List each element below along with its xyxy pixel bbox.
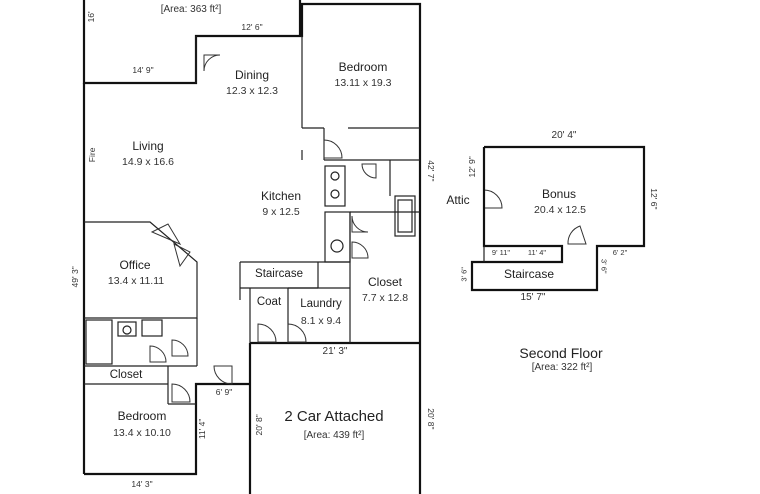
sink-icon <box>117 321 137 337</box>
dim-16: 16' <box>86 11 97 23</box>
fridge-icon <box>324 211 351 263</box>
room-bonus-name: Bonus <box>541 187 577 201</box>
office-walls <box>84 221 198 319</box>
dim-12-6: 12' 6" <box>241 22 263 32</box>
door-swing-kitchen <box>351 215 369 233</box>
bathtub-icon <box>85 319 113 365</box>
room-coat-name: Coat <box>256 296 282 308</box>
second-floor-title: Second Floor <box>519 345 603 361</box>
dim-3-6-right: 3' 6" <box>599 259 609 274</box>
room-garage-area: [Area: 439 ft²] <box>303 430 365 441</box>
room-bedroom-upper-name: Bedroom <box>338 60 388 74</box>
attic-label: Attic <box>446 193 470 207</box>
room-kitchen-name: Kitchen <box>260 189 302 203</box>
room-bedroom-lower-name: Bedroom <box>117 409 167 423</box>
dim-20-4: 20' 4" <box>551 130 577 141</box>
dim-42-7: 42' 7" <box>425 160 436 182</box>
room-closet-right-name: Closet <box>367 275 402 289</box>
room-dining-name: Dining <box>234 68 270 82</box>
dim-20-8-right: 20' 8" <box>425 408 436 430</box>
counter-sink-icon <box>394 195 416 237</box>
room-closet-left-name: Closet <box>109 369 143 381</box>
room-bonus-dims: 20.4 x 12.5 <box>534 204 586 216</box>
room-garage-name: 2 Car Attached <box>284 408 384 425</box>
top-room-area: [Area: 363 ft²] <box>160 4 222 15</box>
door-swing-closet <box>351 241 369 259</box>
dim-9-11: 9' 11" <box>491 248 511 257</box>
second-floor-area: [Area: 322 ft²] <box>531 362 593 373</box>
dim-15-7: 15' 7" <box>520 292 546 303</box>
room-dining-dims: 12.3 x 12.3 <box>226 85 278 97</box>
door-swing-bath <box>361 163 377 179</box>
room-bedroom-upper-dims: 13.11 x 19.3 <box>334 77 392 89</box>
room-living-name: Living <box>132 139 164 153</box>
dim-6-2: 6' 2" <box>612 248 628 257</box>
dim-12-9: 12' 9" <box>467 156 478 178</box>
room-kitchen-dims: 9 x 12.5 <box>262 206 300 218</box>
room-staircase-name: Staircase <box>255 268 303 280</box>
door-swing-laundry <box>287 323 307 343</box>
door-swing-bonus <box>567 225 587 245</box>
dim-20-8-left: 20' 8" <box>254 414 265 436</box>
dim-11-4: 11' 4" <box>197 418 208 440</box>
second-floor-outline <box>470 145 646 292</box>
outer-wall-top-right <box>82 0 422 494</box>
dim-49-3: 49' 3" <box>70 266 81 288</box>
room-office-dims: 13.4 x 11.11 <box>107 275 165 287</box>
room-laundry-name: Laundry <box>300 298 342 310</box>
door-swing-bedroom-lower <box>171 383 191 403</box>
room-bedroom-lower-dims: 13.4 x 10.10 <box>113 427 171 439</box>
door-swing-entry <box>213 365 233 385</box>
door-swing-bath-left <box>171 339 189 357</box>
dim-21-3: 21' 3" <box>322 346 348 357</box>
dim-11-4-second: 11' 4" <box>527 248 547 257</box>
door-swing-office-b <box>173 243 191 268</box>
room-laundry-dims: 8.1 x 9.4 <box>300 315 342 327</box>
door-swing-dining <box>203 54 221 72</box>
dim-14-3: 14' 3" <box>131 479 153 489</box>
room-office-name: Office <box>119 258 151 272</box>
outer-wall-bottom-left <box>84 382 250 476</box>
door-swing-bedroom <box>323 139 343 159</box>
door-swing-office-a <box>150 223 182 246</box>
dim-14-9: 14' 9" <box>132 65 154 75</box>
room-living-dims: 14.9 x 16.6 <box>122 156 174 168</box>
door-swing-attic <box>483 189 503 209</box>
dim-12-6: 12' 6" <box>648 188 659 210</box>
room-staircase-second-name: Staircase <box>503 267 555 281</box>
stove-icon <box>324 165 346 207</box>
dim-6-9: 6' 9" <box>215 387 233 397</box>
room-closet-right-dims: 7.7 x 12.8 <box>361 292 409 304</box>
fire-label: Fire <box>87 147 98 163</box>
toilet-icon <box>141 319 163 337</box>
dim-3-6-left: 3' 6" <box>459 267 469 282</box>
door-swing-coat <box>257 323 277 343</box>
